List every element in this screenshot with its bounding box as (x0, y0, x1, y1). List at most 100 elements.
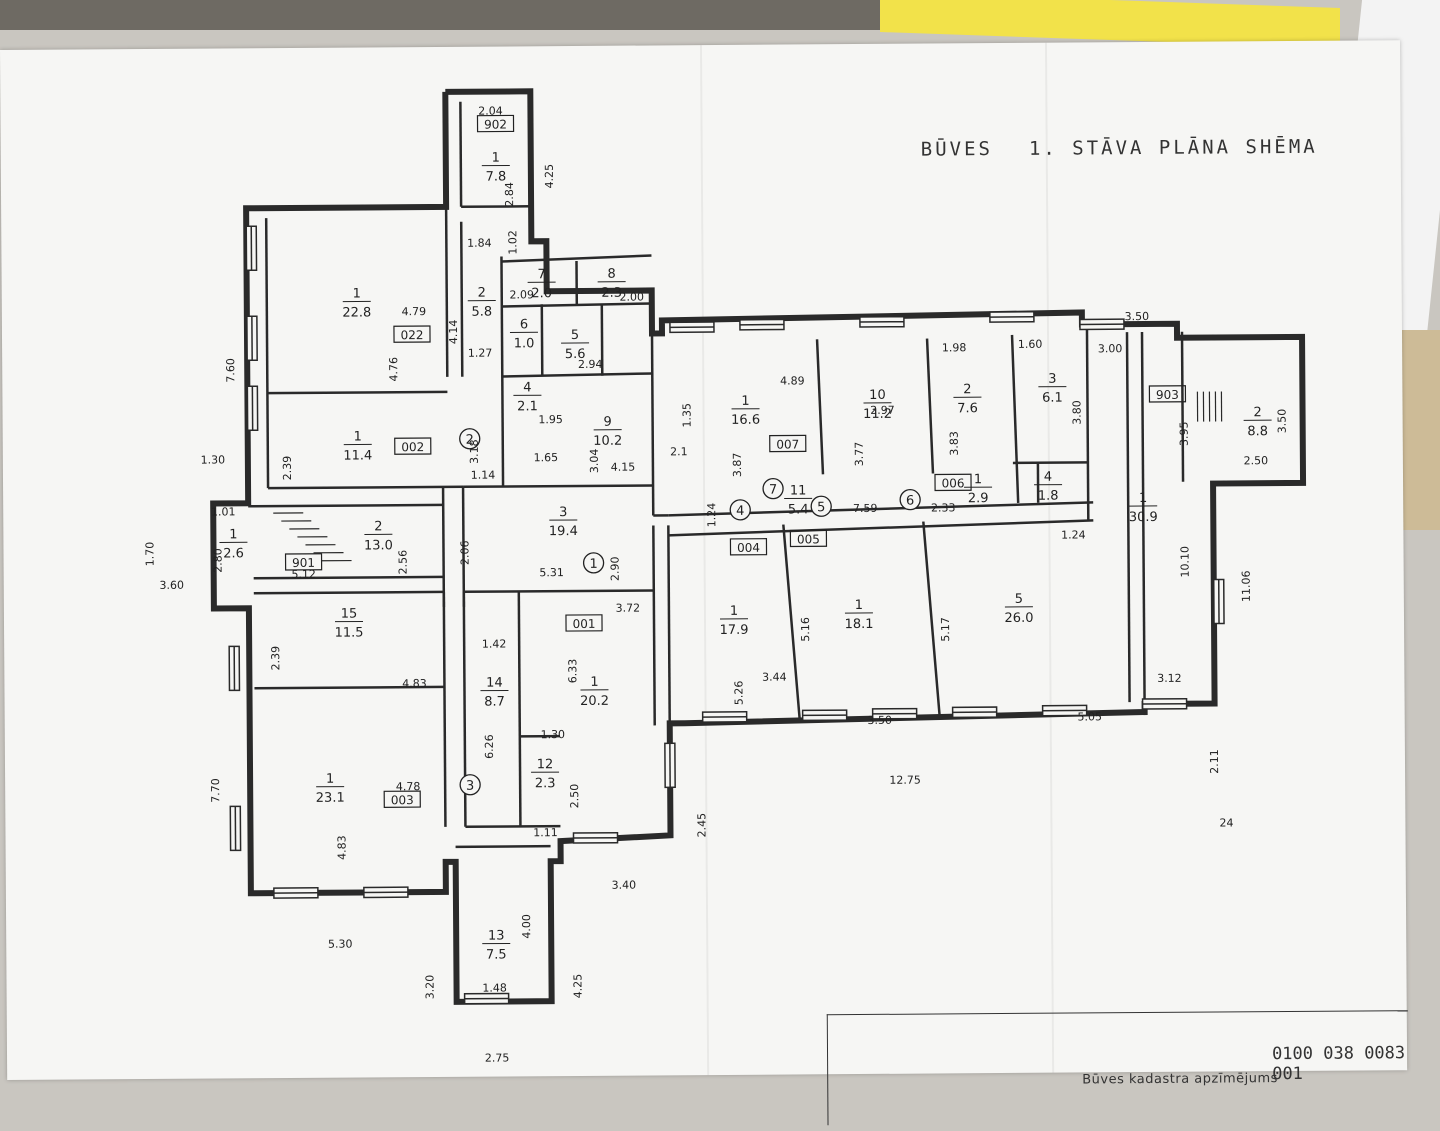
interior-wall (456, 846, 551, 847)
room-area: 2.9 (968, 491, 989, 506)
interior-wall (923, 521, 939, 716)
unit-code: 903 (1156, 388, 1179, 402)
room-area: 2.3 (535, 776, 556, 791)
dimension-label: 3.83 (948, 431, 961, 456)
room-label: 25.8 (468, 286, 496, 320)
room-area: 7.5 (486, 947, 507, 962)
room-label: 17.8 (482, 150, 510, 184)
dimension-label: 1.65 (534, 451, 559, 464)
unit-code: 003 (391, 793, 414, 807)
room-area: 1.0 (514, 336, 535, 351)
room-number: 6 (520, 317, 528, 332)
room-number: 8 (607, 267, 615, 282)
interior-wall (1012, 335, 1018, 503)
entrance-number: 5 (817, 500, 825, 515)
room-number: 2 (1253, 405, 1261, 420)
dimension-label: 2.06 (458, 540, 471, 565)
desk-background (0, 0, 880, 30)
interior-wall (668, 525, 669, 725)
unit-code: 022 (400, 328, 423, 342)
room-number: 1 (326, 772, 334, 787)
dimension-label: 2.50 (568, 784, 581, 809)
dimension-label: 2.11 (1208, 749, 1221, 774)
entrance-number: 6 (906, 494, 914, 509)
dimension-label: 3.95 (1178, 421, 1191, 446)
dimension-label: 1.98 (942, 341, 967, 354)
entrance-number: 4 (736, 504, 744, 519)
dimension-label: 3.20 (423, 975, 436, 1000)
dimension-label: 1.95 (538, 413, 563, 426)
interior-wall (460, 102, 461, 207)
room-label: 118.1 (844, 598, 873, 632)
room-area: 11.4 (343, 448, 372, 463)
dimension-label: 2.09 (509, 288, 534, 301)
entrance-number: 3 (466, 779, 474, 794)
dimension-label: 2.39 (269, 646, 282, 671)
room-number: 3 (1048, 372, 1056, 387)
room-label: 111.4 (343, 429, 372, 463)
room-number: 1 (229, 527, 237, 542)
room-area: 2.6 (223, 546, 244, 561)
entrance-marker: 6 (900, 490, 920, 510)
room-area: 17.9 (720, 623, 749, 638)
entrance-marker: 7 (763, 479, 783, 499)
room-area: 10.2 (593, 434, 622, 449)
dimension-label: 2.56 (397, 550, 410, 575)
interior-wall (653, 525, 654, 725)
room-label: 42.1 (513, 380, 541, 414)
dimension-label: 2.84 (503, 182, 516, 207)
interior-wall (248, 505, 443, 506)
dimension-label: 1.27 (468, 347, 493, 360)
room-label: 36.1 (1038, 372, 1066, 406)
room-number: 1 (354, 429, 362, 444)
dimension-label: 1.42 (482, 637, 507, 650)
room-area: 18.1 (845, 617, 874, 632)
interior-wall (446, 207, 447, 377)
unit-code: 006 (942, 476, 965, 490)
cadastre-label: Būves kadastra apzīmējums (1082, 1071, 1278, 1087)
dimension-label: 4.25 (543, 164, 556, 189)
room-area: 2.0 (531, 286, 552, 301)
interior-wall (444, 592, 446, 827)
room-area: 6.1 (1042, 391, 1063, 406)
dimension-label: 3.60 (159, 579, 184, 592)
dimension-label: 1.35 (680, 403, 693, 428)
room-area: 5.4 (788, 502, 809, 517)
room-number: 1 (730, 604, 738, 619)
room-label: 115.4 (784, 483, 812, 517)
interior-wall (267, 392, 447, 393)
dimension-label: 1.60 (1018, 338, 1043, 351)
dimension-label: 3.00 (1098, 342, 1123, 355)
room-number: 1 (855, 598, 863, 613)
entrance-marker: 5 (811, 496, 831, 516)
dimension-label: 3.40 (612, 879, 637, 892)
dimension-label: 1.30 (201, 453, 226, 466)
room-label: 137.5 (482, 928, 510, 962)
dimension-label: 1.01 (211, 505, 236, 518)
dimension-label: 4.00 (520, 914, 533, 939)
unit-code-box: 007 (770, 435, 806, 451)
room-number: 1 (353, 286, 361, 301)
dimension-label: 1.84 (467, 237, 492, 250)
unit-code-box: 903 (1149, 386, 1185, 402)
unit-code: 005 (797, 532, 820, 546)
unit-code-box: 005 (790, 530, 826, 546)
interior-wall (542, 304, 543, 376)
entrance-marker: 1 (584, 553, 604, 573)
unit-code: 001 (573, 617, 596, 631)
dimension-label: 5.05 (1077, 710, 1102, 723)
dimension-label: 2.45 (695, 813, 708, 838)
interior-wall (464, 590, 654, 591)
interior-wall (652, 335, 653, 515)
interior-wall (254, 577, 444, 578)
room-area: 5.8 (471, 305, 492, 320)
room-number: 9 (603, 415, 611, 430)
room-area: 19.4 (549, 524, 578, 539)
unit-code-box: 902 (477, 115, 513, 131)
room-label: 28.8 (1244, 405, 1272, 439)
room-number: 14 (486, 676, 503, 691)
room-label: 123.1 (316, 772, 345, 806)
room-label: 122.3 (531, 757, 559, 791)
dimension-label: 7.59 (853, 502, 878, 515)
unit-code-box: 003 (384, 791, 420, 807)
